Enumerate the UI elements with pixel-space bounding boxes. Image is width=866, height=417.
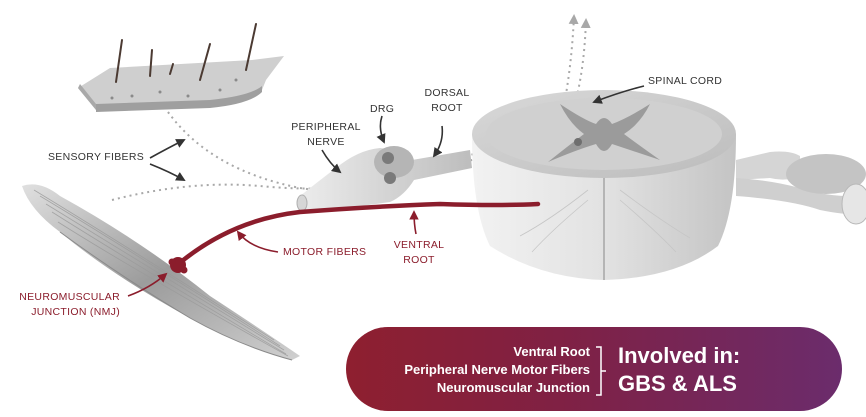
dorsal-root-label: DORSAL ROOT <box>420 86 474 116</box>
bracket-icon <box>594 345 608 397</box>
banner-item-ventral-root: Ventral Root <box>513 343 590 360</box>
motor-fibers-label: MOTOR FIBERS <box>283 245 366 260</box>
right-nerve <box>736 152 866 225</box>
spinal-cord-label: SPINAL CORD <box>648 74 722 89</box>
drg-label: DRG <box>370 102 394 117</box>
nmj-line-1: NEUROMUSCULAR <box>8 290 120 305</box>
sensory-fibers-label: SENSORY FIBERS <box>48 150 144 165</box>
dorsal-root-line-1: DORSAL <box>420 86 474 101</box>
banner-heading-line-1: Involved in: <box>618 343 740 369</box>
peripheral-nerve-line-1: PERIPHERAL <box>282 120 370 135</box>
nmj-label: NEUROMUSCULAR JUNCTION (NMJ) <box>8 290 120 320</box>
dorsal-root-line-2: ROOT <box>420 101 474 116</box>
ventral-root-line-2: ROOT <box>390 253 448 268</box>
skin-patch <box>78 24 284 112</box>
involvement-banner: Ventral Root Peripheral Nerve Motor Fibe… <box>346 327 842 411</box>
peripheral-nerve-label: PERIPHERAL NERVE <box>282 120 370 150</box>
muscle <box>22 184 300 360</box>
banner-item-peripheral-nerve: Peripheral Nerve Motor Fibers <box>404 361 590 378</box>
peripheral-nerve-line-2: NERVE <box>282 135 370 150</box>
ventral-root-line-1: VENTRAL <box>390 238 448 253</box>
ventral-root-label: VENTRAL ROOT <box>390 238 448 268</box>
spinal-cord <box>472 90 736 280</box>
nmj-line-2: JUNCTION (NMJ) <box>8 305 120 320</box>
banner-item-nmj: Neuromuscular Junction <box>437 379 590 396</box>
banner-heading-line-2: GBS & ALS <box>618 371 737 397</box>
